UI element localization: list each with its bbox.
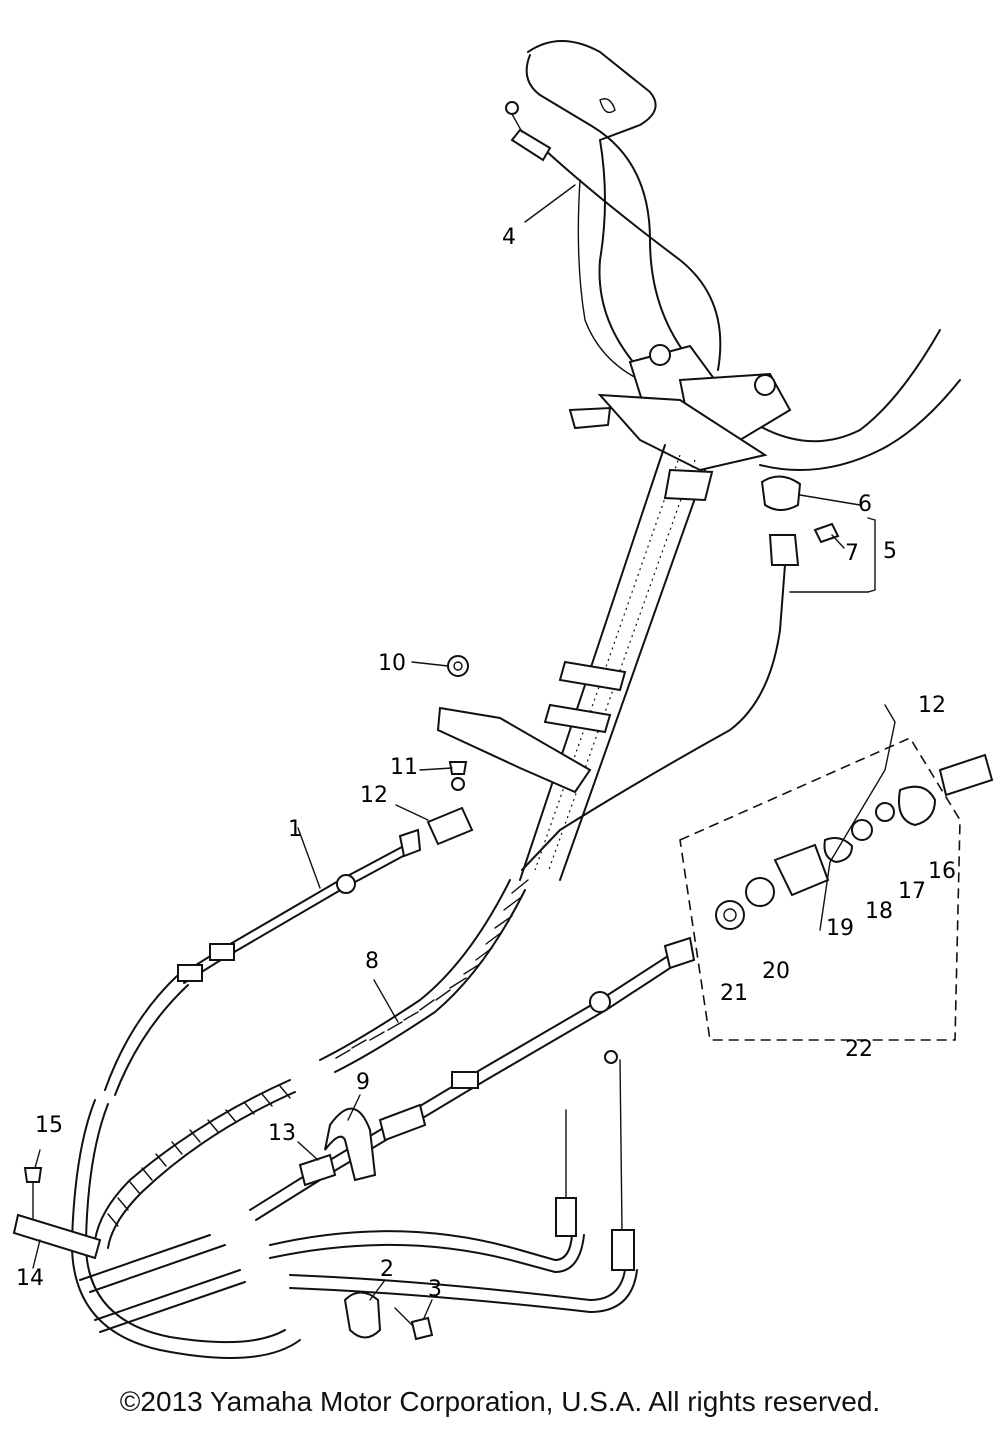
callout-13: 13 xyxy=(268,1121,296,1146)
callout-22: 21 xyxy=(720,981,748,1006)
main-cable xyxy=(79,936,696,1333)
steering-column xyxy=(436,444,714,881)
callout-14: 14 xyxy=(16,1266,44,1291)
clamp-2 xyxy=(343,1291,434,1341)
copyright-notice: ©2013 Yamaha Motor Corporation, U.S.A. A… xyxy=(119,1386,881,1417)
lower-cables xyxy=(269,1050,638,1313)
callout-6: 6 xyxy=(858,492,872,517)
callout-16: 22 xyxy=(845,1037,873,1062)
leader-lines xyxy=(32,184,876,1319)
callout-12-left: 12 xyxy=(360,783,388,808)
cable-1 xyxy=(70,828,422,1359)
bracket-14 xyxy=(12,1167,102,1260)
callout-21: 20 xyxy=(762,959,790,984)
callout-2: 2 xyxy=(380,1257,394,1282)
spiral-protector-8 xyxy=(94,879,529,1249)
callout-4: 4 xyxy=(502,225,516,250)
callout-19: 18 xyxy=(865,899,893,924)
callout-20: 19 xyxy=(826,916,854,941)
fitting-group-16 xyxy=(679,704,994,1041)
callout-10: 10 xyxy=(378,651,406,676)
callout-17: 16 xyxy=(928,859,956,884)
fasteners-left xyxy=(426,655,474,846)
throttle-housing xyxy=(568,344,792,472)
callout-9: 9 xyxy=(356,1070,370,1095)
callout-5: 5 xyxy=(883,539,897,564)
callout-3: 3 xyxy=(428,1277,442,1302)
callout-labels: 4 6 7 5 10 11 12 1 8 9 13 15 14 2 3 12 1… xyxy=(16,225,956,1302)
parts-diagram: 4 6 7 5 10 11 12 1 8 9 13 15 14 2 3 12 1… xyxy=(12,40,994,1359)
choke-assembly xyxy=(521,475,840,871)
cable-4 xyxy=(505,101,722,371)
callout-8: 8 xyxy=(365,949,379,974)
handlebar xyxy=(525,40,961,471)
callout-11: 11 xyxy=(390,755,418,780)
callout-1: 1 xyxy=(288,817,302,842)
callout-15: 15 xyxy=(35,1113,63,1138)
callout-7: 7 xyxy=(845,541,859,566)
callout-12-right: 12 xyxy=(918,693,946,718)
callout-18: 17 xyxy=(898,879,926,904)
